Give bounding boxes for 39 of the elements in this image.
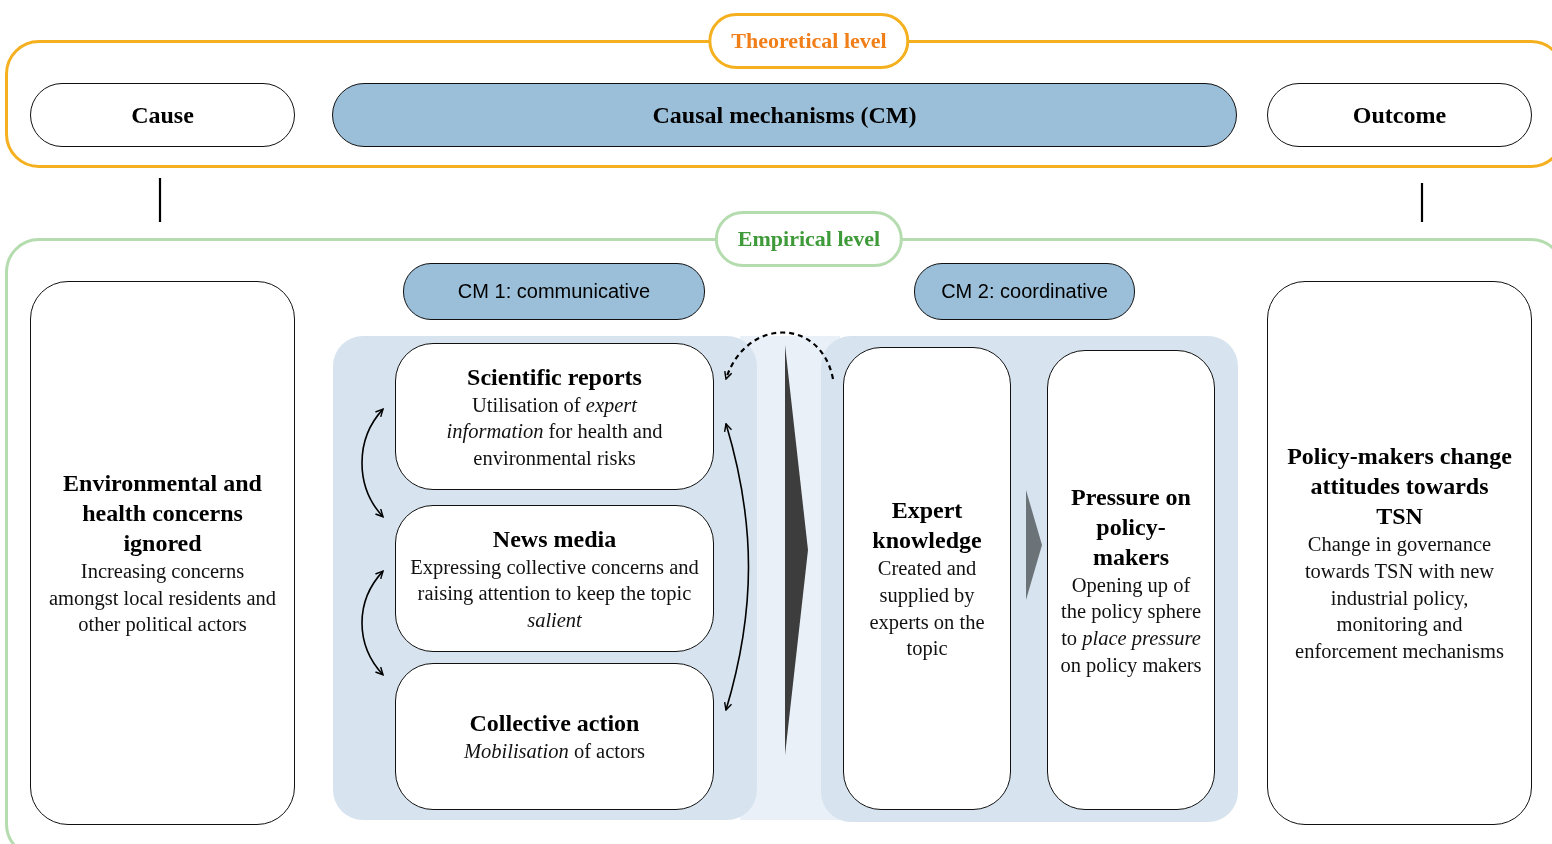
card-description: Created and supplied by experts on the topic xyxy=(868,556,986,662)
card-description: Change in governance towards TSN with new industrial policy, monitoring and enforcement mechanisms xyxy=(1294,532,1505,664)
content-card xyxy=(395,663,714,810)
card-heading: Scientific reports xyxy=(467,362,642,392)
content-card xyxy=(1267,281,1532,825)
content-card xyxy=(1047,350,1215,810)
content-card xyxy=(395,505,714,652)
card-heading: News media xyxy=(492,524,617,554)
card-heading: Causal mechanisms (CM) xyxy=(652,101,917,130)
card-heading: Collective action xyxy=(469,709,640,739)
card-heading: Policy-makers change attitudes towards TSN xyxy=(1286,442,1513,532)
connector-line xyxy=(1420,183,1424,222)
mechanism-tag xyxy=(914,263,1135,320)
mechanism-panel xyxy=(821,336,1238,822)
tag-text: CM 1: communicative xyxy=(457,280,651,303)
card-description: Utilisation of expert information for health and environmental risks xyxy=(445,392,664,471)
content-card xyxy=(843,347,1011,810)
mechanism-tag xyxy=(403,263,705,320)
tag-text: CM 2: coordinative xyxy=(941,280,1108,303)
card-description: Expressing collective concerns and raising attention to keep the topic salient xyxy=(409,554,700,633)
arrow xyxy=(723,423,750,711)
card-heading: Outcome xyxy=(1352,101,1447,130)
card-description: Mobilisation of actors xyxy=(463,739,646,765)
content-card xyxy=(395,343,714,490)
arrow xyxy=(361,408,384,518)
card-description: Increasing concerns amongst local residents and other political actors xyxy=(47,559,278,638)
mechanism-panel xyxy=(333,336,757,820)
card-heading: Environmental and health concerns ignored xyxy=(62,469,263,559)
card-heading: Expert knowledge xyxy=(871,496,983,556)
card-description: Opening up of the policy sphere to place pressure on policy makers xyxy=(1060,572,1202,679)
arrow xyxy=(361,570,384,676)
connector-line xyxy=(158,178,162,222)
chevron-arrow xyxy=(1026,490,1042,600)
level-label: Theoretical level xyxy=(708,13,910,69)
card-heading: Cause xyxy=(131,101,194,130)
arrow xyxy=(724,331,835,380)
level-label: Empirical level xyxy=(714,211,904,267)
content-card xyxy=(30,281,295,825)
card-heading: Pressure on policy-makers xyxy=(1070,482,1192,572)
